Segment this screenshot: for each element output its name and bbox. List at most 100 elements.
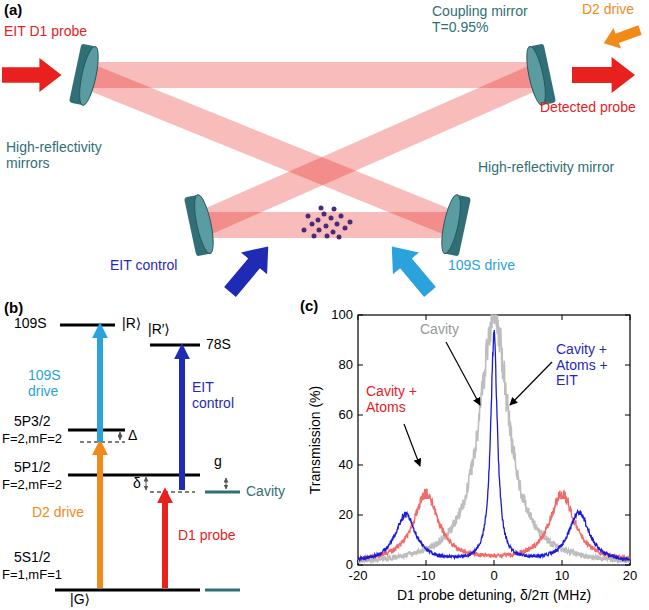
drive-arrow bbox=[600, 20, 644, 54]
drawing-part bbox=[316, 218, 321, 223]
detuning-symbol: δ bbox=[133, 476, 141, 492]
drawing-part bbox=[343, 226, 348, 231]
drawing-part bbox=[494, 560, 495, 565]
tick-label: 20 bbox=[339, 508, 353, 523]
drawing-part bbox=[317, 228, 322, 233]
probe-arrow bbox=[2, 58, 62, 92]
drawing-part bbox=[329, 216, 334, 221]
transmission-curve bbox=[358, 315, 630, 563]
drawing-part bbox=[339, 214, 344, 219]
tick-label: 60 bbox=[339, 408, 353, 423]
drawing-part bbox=[625, 515, 630, 516]
level-name: 78S bbox=[206, 337, 231, 353]
beam-label: Detected probe bbox=[540, 100, 636, 116]
drawing-part bbox=[337, 235, 342, 240]
plot-frame bbox=[358, 315, 630, 565]
drawing-part bbox=[324, 224, 329, 229]
drawing-part bbox=[510, 362, 552, 405]
drawing-part bbox=[60, 324, 115, 327]
beam-label: D2 drive bbox=[582, 2, 634, 18]
drawing-part bbox=[332, 207, 337, 212]
drive-arrow bbox=[379, 235, 443, 302]
state-name: |G⟩ bbox=[70, 592, 90, 608]
mirror bbox=[438, 193, 471, 256]
drawing-part bbox=[358, 465, 363, 466]
drawing-part bbox=[205, 589, 240, 592]
tick-label: 100 bbox=[331, 308, 353, 323]
drawing-part bbox=[358, 365, 363, 366]
level-name: 109S bbox=[14, 316, 47, 332]
transition-label: EIT control bbox=[192, 380, 252, 411]
drawing-part bbox=[446, 342, 480, 405]
drawing-part bbox=[302, 228, 307, 233]
drawing-part bbox=[306, 214, 311, 219]
curve-label: Cavity + Atoms bbox=[366, 384, 428, 415]
drawing-part bbox=[335, 222, 340, 227]
detuning-arrow bbox=[120, 432, 121, 440]
drawing-part bbox=[426, 315, 427, 320]
mirror-label: High-reflectivity mirrors bbox=[6, 140, 146, 171]
panel-letter: (b) bbox=[4, 300, 23, 317]
drawing-part bbox=[562, 315, 563, 320]
tick-label: -10 bbox=[417, 569, 436, 584]
level-quantum-numbers: F=2,mF=2 bbox=[2, 432, 62, 447]
transition-label: D1 probe bbox=[178, 528, 238, 544]
drawing-part bbox=[200, 75, 540, 225]
level-name: 5S1/2 bbox=[14, 550, 51, 566]
drawing-part bbox=[438, 193, 464, 255]
drawing-part bbox=[404, 424, 420, 466]
cavity-label: Cavity bbox=[246, 484, 285, 500]
drawing-part bbox=[205, 491, 240, 494]
coupling-symbol: g bbox=[214, 454, 222, 470]
axis-ticks bbox=[358, 315, 630, 565]
detuning-symbol: Δ bbox=[128, 428, 137, 444]
transition-arrow bbox=[97, 335, 103, 442]
drawing-part bbox=[625, 315, 630, 316]
tick-label: -20 bbox=[349, 569, 368, 584]
transition-arrow bbox=[179, 356, 185, 490]
drawing-part bbox=[319, 206, 324, 211]
drawing-part bbox=[325, 234, 330, 239]
drawing-part bbox=[562, 560, 563, 565]
atom-cloud bbox=[302, 206, 353, 240]
beam-label: EIT control bbox=[110, 258, 177, 274]
drawing-part bbox=[322, 212, 327, 217]
mirror bbox=[69, 44, 102, 107]
beam-label: EIT D1 probe bbox=[4, 24, 87, 40]
level-name: 5P3/2 bbox=[14, 414, 51, 430]
transition-arrow bbox=[162, 500, 168, 588]
drawing-part bbox=[76, 45, 102, 107]
drawing-part bbox=[625, 465, 630, 466]
mirror-label: Coupling mirror T=0.95% bbox=[432, 4, 567, 35]
drawing-part bbox=[191, 193, 217, 255]
drawing-part bbox=[523, 45, 549, 107]
panel-letter: (a) bbox=[4, 2, 22, 19]
drawing-part bbox=[358, 415, 363, 416]
control-arrow bbox=[217, 235, 281, 302]
transition-label: 109S drive bbox=[28, 368, 86, 399]
drawing-part bbox=[426, 560, 427, 565]
level-quantum-numbers: F=1,mF=1 bbox=[2, 568, 62, 583]
drawing-part bbox=[85, 62, 540, 88]
probe-arrow bbox=[572, 57, 635, 93]
drawing-part bbox=[358, 515, 363, 516]
level-name: 5P1/2 bbox=[14, 460, 51, 476]
drawing-part bbox=[625, 365, 630, 366]
tick-label: 80 bbox=[339, 358, 353, 373]
level-quantum-numbers: F=2,mF=2 bbox=[2, 478, 62, 493]
drawing-part bbox=[310, 222, 315, 227]
drawing-part bbox=[331, 230, 336, 235]
energy-levels bbox=[55, 325, 200, 590]
laser-beams bbox=[85, 75, 540, 225]
axis-title: Transmission (%) bbox=[308, 386, 324, 494]
mirror bbox=[184, 193, 217, 256]
mirror-label: High-reflectivity mirror bbox=[478, 160, 618, 176]
transition-arrow bbox=[97, 452, 103, 588]
detuning-arrow bbox=[146, 477, 147, 490]
axis-title: D1 probe detuning, δ/2π (MHz) bbox=[397, 588, 591, 604]
drawing-part bbox=[358, 565, 363, 566]
mirror bbox=[523, 44, 556, 107]
